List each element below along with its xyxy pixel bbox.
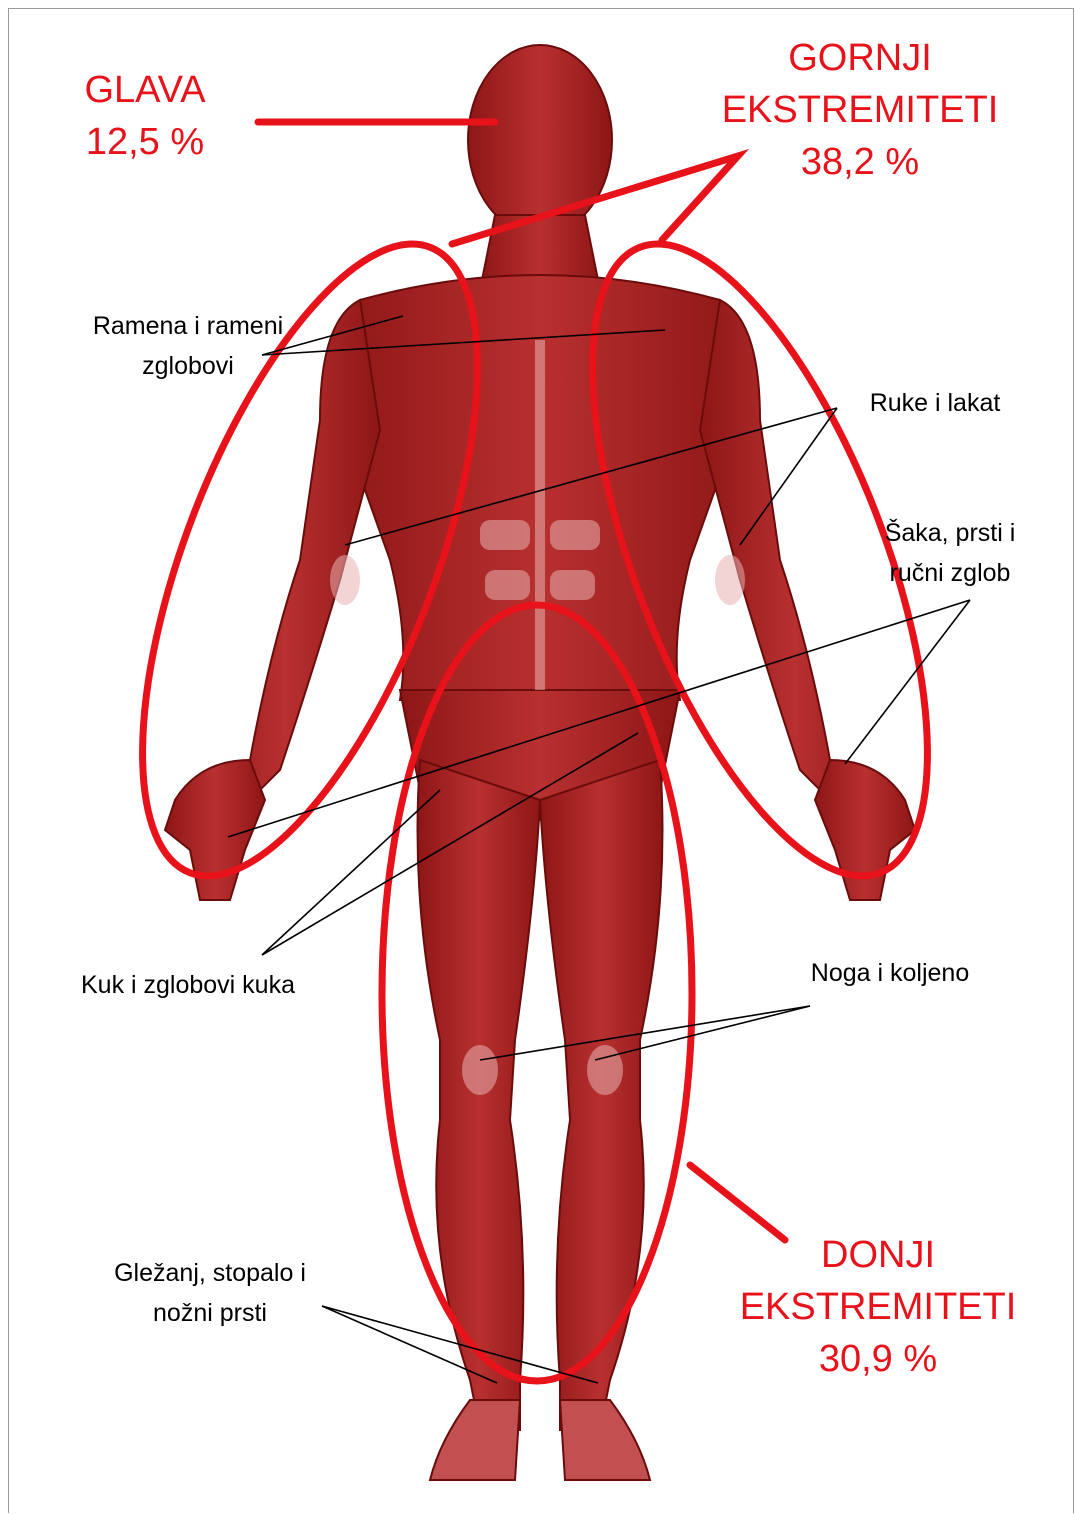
left-elbow-highlight [330, 555, 360, 605]
arms-label-line1: Ruke i lakat [840, 383, 1030, 423]
right-foot-shape [560, 1400, 650, 1480]
hand-label-line2: ručni zglob [855, 553, 1045, 593]
ankle-label-line2: nožni prsti [60, 1293, 360, 1333]
shoulders-label-line1: Ramena i rameni [48, 306, 328, 346]
hip-label: Kuk i zglobovi kuka [28, 965, 348, 1005]
ankle-label-line1: Gležanj, stopalo i [60, 1253, 360, 1293]
head-region-name: GLAVA [60, 64, 230, 116]
left-leg-shape [418, 760, 541, 1430]
upper-region-name-2: EKSTREMITETI [690, 84, 1030, 136]
left-knee-highlight [462, 1045, 498, 1095]
right-knee-highlight [587, 1045, 623, 1095]
lower-region-percent: 30,9 % [708, 1333, 1048, 1385]
hand-label: Šaka, prsti i ručni zglob [855, 513, 1045, 593]
head-region-label: GLAVA 12,5 % [60, 64, 230, 168]
shoulders-label: Ramena i rameni zglobovi [48, 306, 328, 386]
lower-region-label: DONJI EKSTREMITETI 30,9 % [708, 1229, 1048, 1385]
head-shape [468, 45, 612, 235]
hip-pointer-a [262, 790, 440, 955]
hip-label-line1: Kuk i zglobovi kuka [28, 965, 348, 1005]
right-leg-shape [540, 760, 663, 1430]
hand-label-line1: Šaka, prsti i [855, 513, 1045, 553]
leg-label: Noga i koljeno [770, 953, 1010, 993]
upper-region-label: GORNJI EKSTREMITETI 38,2 % [690, 32, 1030, 188]
shoulders-label-line2: zglobovi [48, 346, 328, 386]
upper-region-percent: 38,2 % [690, 136, 1030, 188]
ankle-label: Gležanj, stopalo i nožni prsti [60, 1253, 360, 1333]
abs-highlight-4 [550, 570, 595, 600]
right-elbow-highlight [715, 555, 745, 605]
left-foot-shape [430, 1400, 520, 1480]
leg-label-line1: Noga i koljeno [770, 953, 1010, 993]
abs-highlight-1 [480, 520, 530, 550]
linea-alba-highlight [535, 340, 545, 690]
arms-label: Ruke i lakat [840, 383, 1030, 423]
abs-highlight-3 [485, 570, 530, 600]
lower-region-name-2: EKSTREMITETI [708, 1281, 1048, 1333]
upper-region-name-1: GORNJI [690, 32, 1030, 84]
head-region-percent: 12,5 % [60, 116, 230, 168]
abs-highlight-2 [550, 520, 600, 550]
lower-region-name-1: DONJI [708, 1229, 1048, 1281]
